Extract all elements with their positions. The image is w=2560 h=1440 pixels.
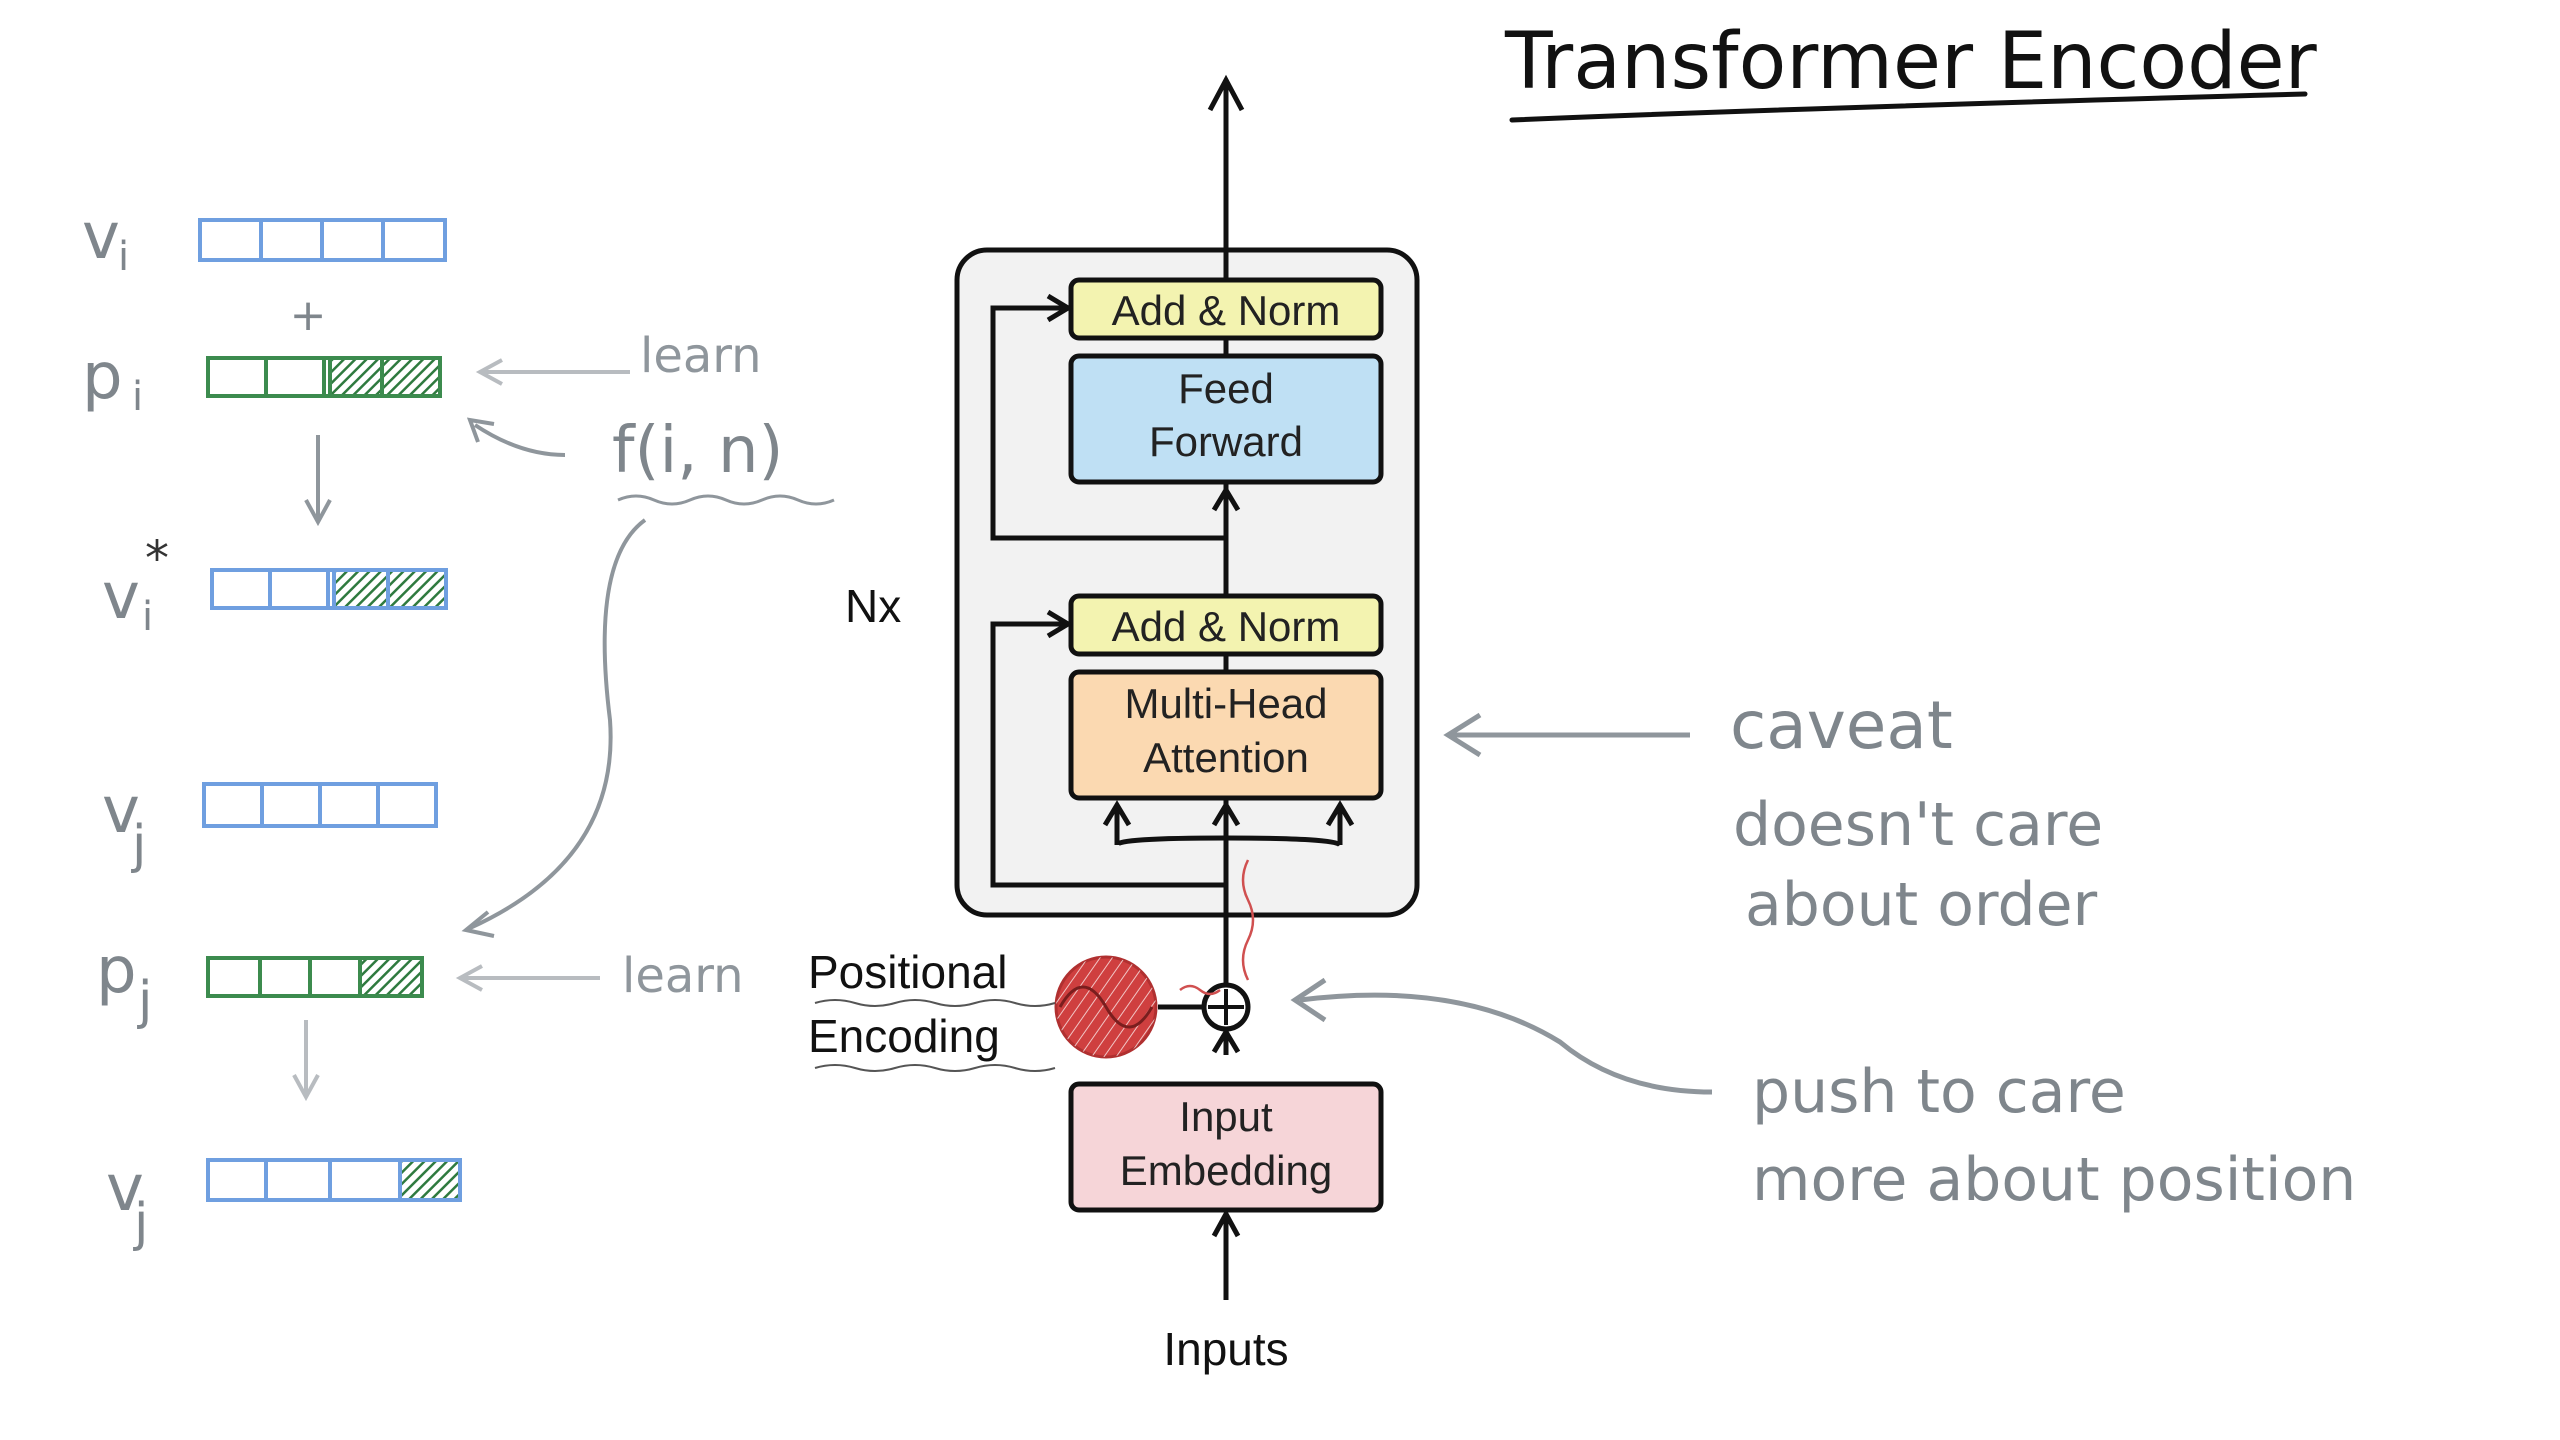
vector-v-j (202, 782, 438, 828)
p-j-label: p (96, 934, 137, 1008)
push-arrow (1299, 992, 1713, 1095)
f-arrow-head (466, 417, 495, 443)
embedding-label-1: Input (1179, 1093, 1273, 1140)
down-arrow-2-head (292, 1074, 320, 1102)
plus-sign: + (290, 290, 327, 341)
learn-arrow-2-head (455, 964, 483, 992)
learn-2: learn (622, 948, 744, 1004)
v-i-label: v (82, 200, 120, 274)
vector-v-j2 (206, 1158, 462, 1202)
vector-p-j (206, 956, 424, 998)
caveat-line-2: about order (1745, 870, 2098, 940)
mha-label-2: Attention (1143, 734, 1309, 781)
v-i-star-sub: i (142, 594, 153, 640)
v-j-sub: j (131, 815, 146, 875)
v-j-label: v (102, 774, 140, 848)
add-norm-bottom-label: Add & Norm (1112, 603, 1341, 650)
input-arrow-head (1211, 1208, 1241, 1238)
mha-label-1: Multi-Head (1124, 680, 1327, 727)
f-to-pj-head (461, 910, 495, 938)
push-line-2: more about position (1752, 1145, 2356, 1215)
positional-underline-2 (814, 1064, 1056, 1072)
residual-top-head (1046, 293, 1073, 323)
repeat-label: Nx (845, 580, 901, 632)
pe-wave (1058, 985, 1154, 1029)
positional-label-2: Encoding (808, 1010, 1000, 1062)
red-squiggle (1241, 859, 1255, 981)
vector-v-i-star (210, 568, 448, 610)
multi-head-attention-block (1068, 669, 1384, 801)
feed-forward-block (1068, 353, 1384, 485)
page-title: Transformer Encoder (1504, 17, 2318, 107)
red-squiggle-2 (1179, 984, 1221, 996)
caveat-arrow-head (1443, 712, 1482, 758)
f-to-pj-curve (469, 518, 647, 930)
caveat-heading: caveat (1730, 687, 1953, 764)
positional-label-1: Positional (808, 946, 1007, 998)
down-arrow-1-head (304, 499, 332, 527)
vector-v-i (198, 218, 447, 262)
v-j2-label: v (106, 1152, 144, 1226)
residual-bottom (990, 621, 1226, 888)
residual-bottom-head (1046, 609, 1073, 639)
add-norm-top-label: Add & Norm (1112, 287, 1341, 334)
caveat-line-1: doesn't care (1733, 790, 2103, 860)
output-arrowhead (1207, 74, 1245, 112)
v-i-star-mark: * (145, 531, 169, 587)
p-i-label: p (82, 340, 123, 414)
feed-forward-label-2: Forward (1149, 418, 1303, 465)
v-i-star-label: v (102, 560, 140, 634)
learn-arrow-1-head (475, 358, 503, 386)
attention-fan (1114, 810, 1343, 848)
embedding-label-2: Embedding (1120, 1147, 1332, 1194)
p-i-sub: i (132, 374, 143, 420)
ff-arrow-head (1211, 485, 1241, 512)
vector-p-i (206, 356, 442, 398)
residual-top (990, 305, 1226, 541)
v-i-sub: i (118, 234, 129, 280)
inputs-label: Inputs (1163, 1323, 1288, 1375)
f-underline (617, 494, 835, 506)
p-j-sub: j (137, 971, 152, 1031)
push-arrow-head (1290, 977, 1327, 1023)
push-line-1: push to care (1752, 1057, 2126, 1127)
f-i-n: f(i, n) (612, 414, 784, 488)
learn-1: learn (640, 328, 762, 384)
attention-fan-heads (1102, 800, 1355, 827)
f-arrow (473, 423, 566, 457)
feed-forward-label-1: Feed (1178, 365, 1274, 412)
positional-underline-1 (814, 999, 1056, 1007)
title-underline (1509, 91, 2308, 123)
embed-arrow-head (1211, 1027, 1241, 1054)
v-j2-sub: j (133, 1193, 148, 1253)
